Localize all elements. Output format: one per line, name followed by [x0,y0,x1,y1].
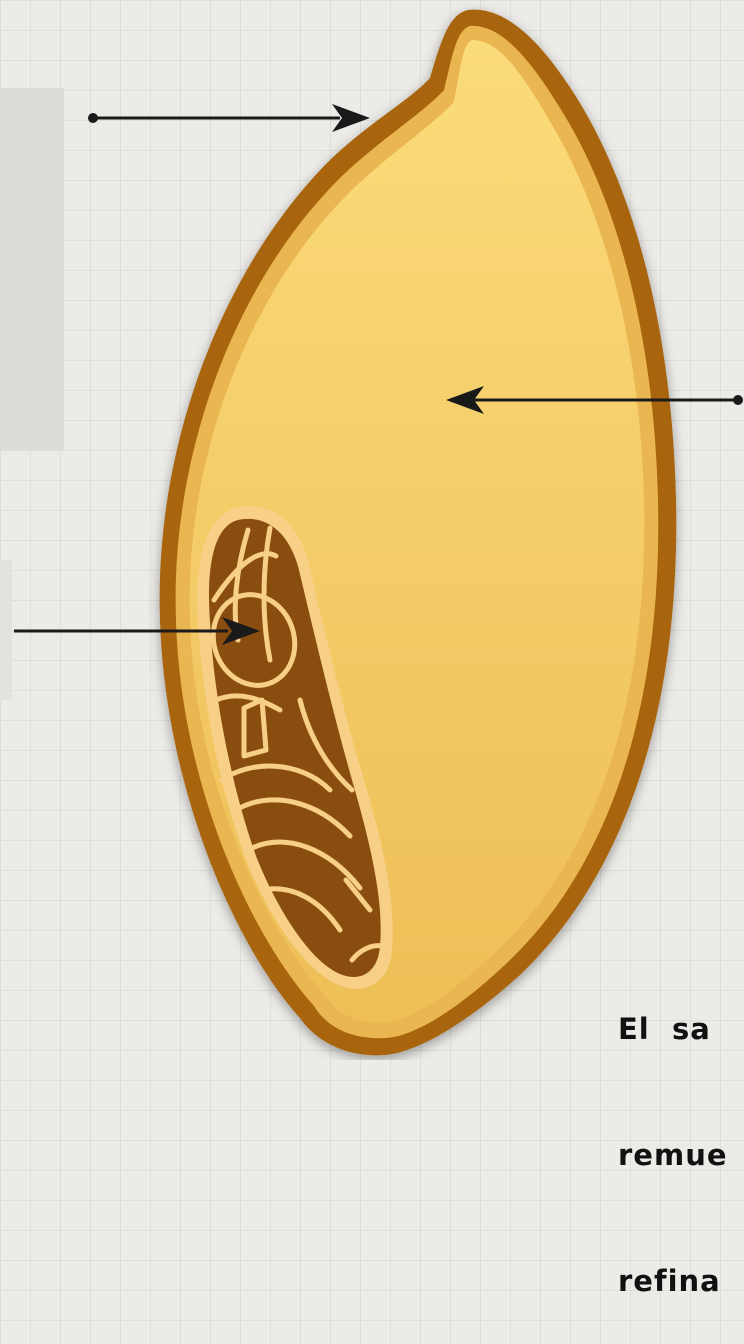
caption-line-3: refina [618,1260,744,1302]
caption-line-2: remue [618,1134,744,1176]
arrow-bran [88,104,370,132]
grain-diagram [0,0,744,1060]
caption-text: El sa remue refina [618,924,744,1344]
caption-line-1: El sa [618,1008,744,1050]
